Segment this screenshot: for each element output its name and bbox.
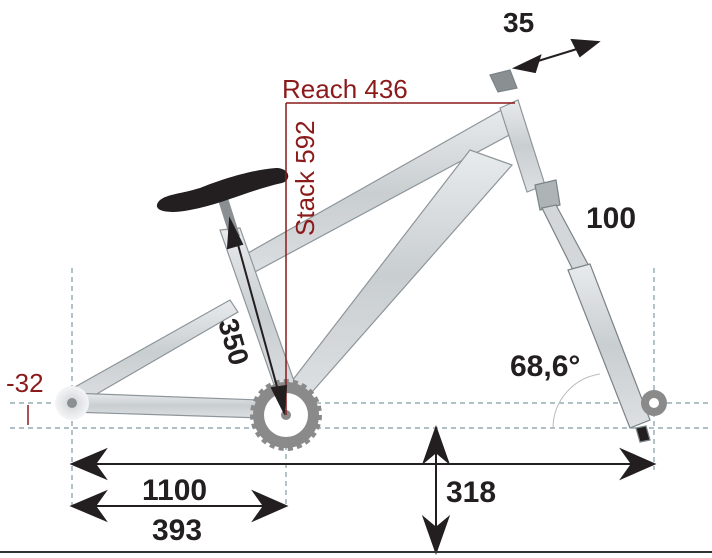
bb-drop-label: -32: [6, 368, 44, 398]
head-angle-arc: [552, 373, 601, 429]
saddle-icon: [156, 168, 289, 212]
seat-tube-label: 350: [212, 315, 255, 368]
wheelbase-label: 1100: [142, 474, 207, 507]
chainstay-label: 393: [152, 514, 202, 547]
head-angle-label: 68,6°: [510, 350, 580, 383]
reach-stack-lines: [27, 102, 515, 425]
bb-height-label: 318: [446, 476, 496, 509]
dimension-arrows: [69, 38, 657, 556]
frame: [65, 99, 546, 419]
stack-label: Stack 592: [290, 120, 320, 236]
fork: [489, 69, 651, 443]
stem-length-label: 35: [503, 7, 534, 38]
reach-label: Reach 436: [282, 74, 408, 104]
fork-travel-label: 100: [586, 202, 636, 235]
